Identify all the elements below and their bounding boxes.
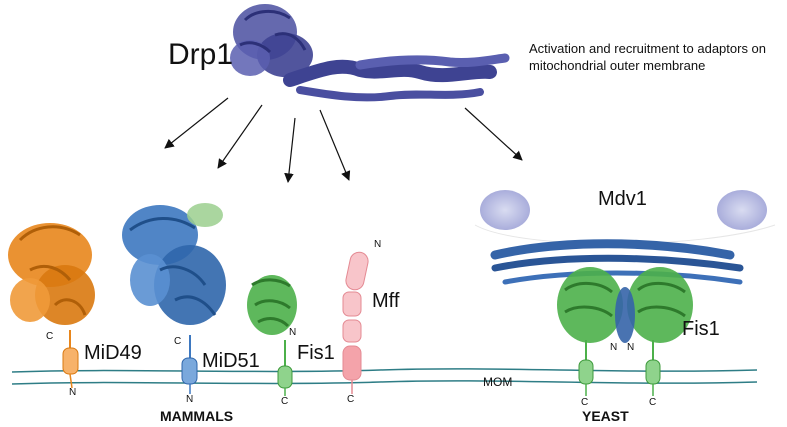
yeast-complex-icon (474, 190, 776, 362)
drp1-title: Drp1 (168, 38, 234, 71)
mff-label: Mff (372, 290, 400, 312)
arrow-icon (319, 109, 351, 181)
mid49-anchor-icon (62, 347, 79, 375)
mdv1-label: Mdv1 (598, 188, 647, 210)
membrane-label: MOM (483, 375, 513, 389)
mid51-c-terminus: C (174, 336, 182, 347)
fis1-label: Fis1 (297, 342, 335, 364)
fis1-c-terminus: C (281, 396, 289, 407)
yeast-c-terminus-2: C (649, 397, 657, 408)
arrow-icon (164, 97, 229, 149)
mff-n-terminus: N (374, 239, 382, 250)
mammals-label: MAMMALS (160, 408, 234, 424)
arrows (164, 97, 523, 183)
arrow-icon (464, 107, 523, 161)
yeast-n-terminus-1: N (610, 342, 618, 353)
drp1-structure-icon (230, 4, 510, 102)
mid49-c-terminus: C (46, 331, 54, 342)
arrow-icon (217, 104, 263, 169)
lipid-ellipse-icon (480, 190, 530, 230)
mff-structure-icon (342, 251, 369, 394)
mid51-structure-icon (122, 203, 226, 360)
mid49-n-terminus: N (69, 387, 77, 398)
lipid-ellipse-icon (717, 190, 767, 230)
mff-c-terminus: C (347, 394, 355, 405)
yeast-fis1-label: Fis1 (682, 318, 720, 340)
fis1-n-terminus: N (289, 327, 297, 338)
mid51-label: MiD51 (202, 350, 260, 372)
membrane-icon (11, 368, 758, 385)
mid49-structure-icon (8, 223, 95, 350)
arrow-icon (284, 117, 296, 183)
yeast-n-terminus-2: N (627, 342, 635, 353)
yeast-label: YEAST (582, 408, 629, 424)
fis1-structure-icon (247, 275, 297, 368)
mid49-label: MiD49 (84, 342, 142, 364)
mid51-anchor-icon (181, 357, 198, 385)
mid51-n-terminus: N (186, 394, 194, 405)
yeast-fis1-anchor-icon (578, 359, 594, 385)
activation-note: Activation and recruitment to adaptors o… (529, 41, 767, 73)
yeast-c-terminus-1: C (581, 397, 589, 408)
yeast-fis1-anchor-icon (645, 359, 661, 385)
fis1-anchor-icon (277, 365, 293, 389)
